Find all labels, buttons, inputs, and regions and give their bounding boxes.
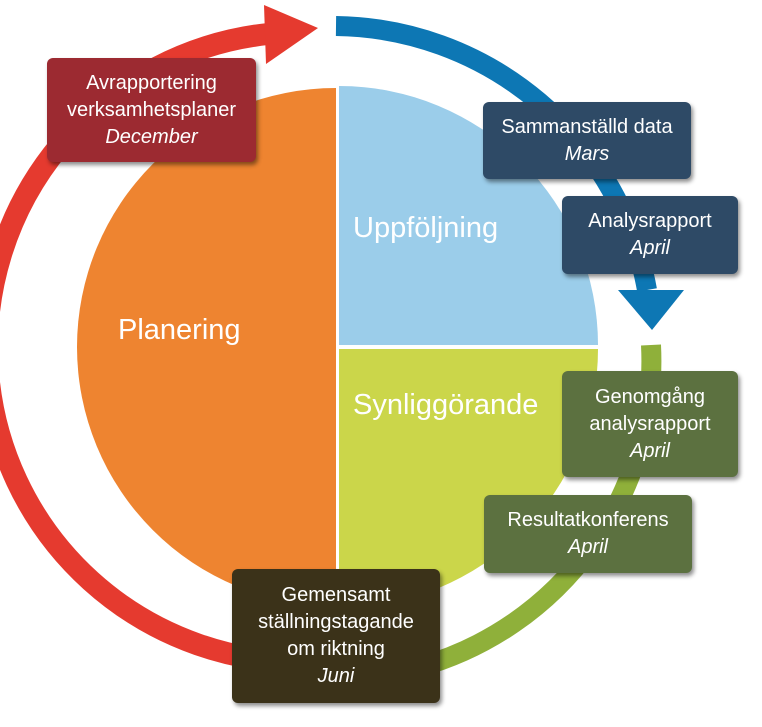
milestone-analysrapport: Analysrapport April	[562, 196, 738, 274]
milestone-month: April	[629, 237, 670, 259]
milestone-month: April	[567, 536, 608, 558]
milestone-text-line: analysrapport	[589, 412, 711, 435]
milestone-text-line: Avrapportering	[86, 71, 217, 94]
milestone-text-line: Genomgång	[594, 385, 706, 408]
milestone-text-line: om riktning	[287, 638, 385, 660]
milestone-month: Mars	[564, 142, 610, 165]
sector-planering	[77, 88, 336, 606]
milestone-month: December	[105, 125, 198, 148]
milestone-month: Juni	[317, 665, 355, 687]
milestone-gemensamt-stallningstagande: Gemensamt ställningstagande om riktning …	[232, 569, 440, 703]
milestone-sammanstalld-data: Sammanställd data Mars	[483, 102, 691, 179]
blue-arrowhead-icon	[618, 290, 684, 330]
milestone-text-line: Gemensamt	[281, 584, 391, 606]
milestone-resultatkonferens: Resultatkonferens April	[484, 495, 692, 573]
milestone-month: April	[629, 439, 670, 462]
red-arrowhead-icon	[264, 5, 318, 64]
milestone-text-line: Resultatkonferens	[507, 509, 669, 531]
sector-label-planering: Planering	[118, 314, 241, 346]
milestone-text-line: ställningstagande	[258, 611, 414, 633]
milestone-text-line: Analysrapport	[588, 210, 712, 232]
sector-label-uppfoljning: Uppföljning	[353, 212, 499, 244]
milestone-genomgang-analysrapport: Genomgång analysrapport April	[562, 371, 738, 477]
sector-synliggorande	[339, 349, 598, 608]
sector-uppfoljning	[339, 86, 598, 345]
milestone-text-line: verksamhetsplaner	[67, 98, 236, 121]
sector-label-synliggorande: Synliggörande	[353, 389, 539, 421]
milestone-text-line: Sammanställd data	[501, 115, 673, 138]
milestone-avrapportering: Avrapportering verksamhetsplaner Decembe…	[47, 58, 256, 162]
